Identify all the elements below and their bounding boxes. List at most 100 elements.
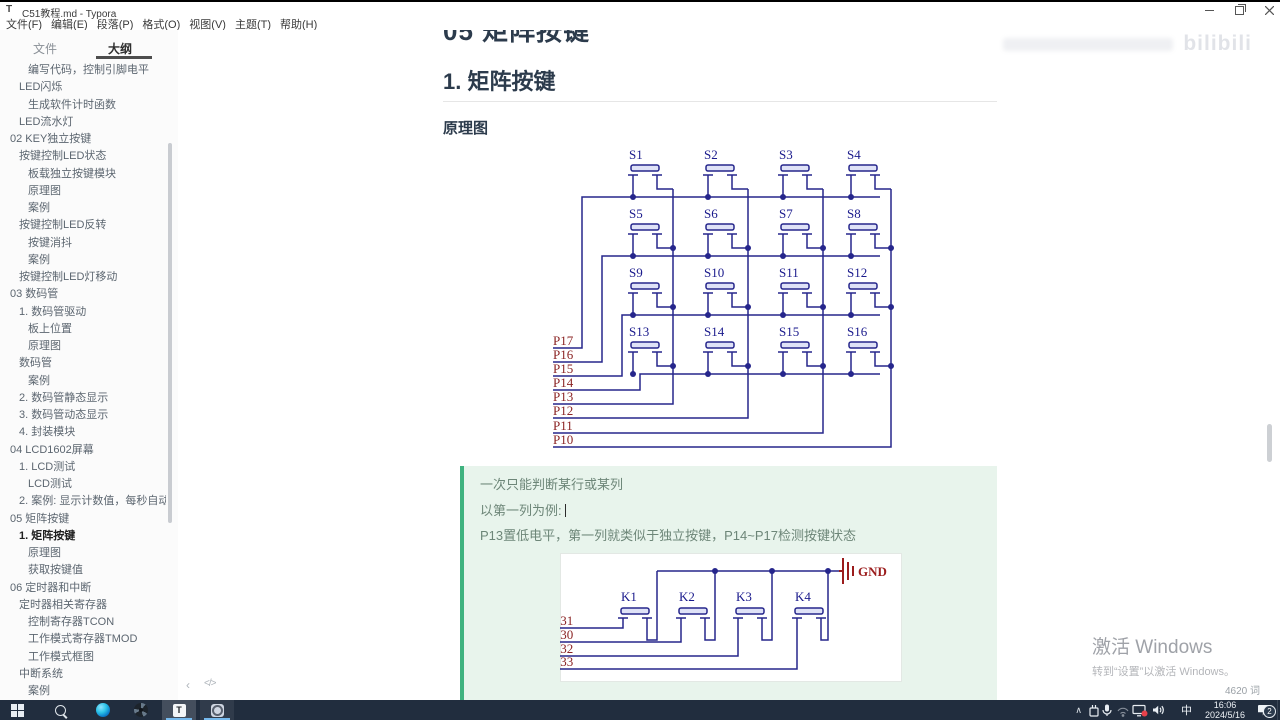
- outline-item[interactable]: 编写代码，控制引脚电平: [28, 64, 149, 76]
- show-desktop-button[interactable]: [1277, 700, 1280, 720]
- typora-icon: T: [172, 703, 186, 717]
- capture-app-button[interactable]: [200, 700, 234, 720]
- outline-item[interactable]: 板上位置: [28, 322, 72, 335]
- tray-overflow-chevron-icon[interactable]: ∧: [1075, 704, 1082, 715]
- outline-item[interactable]: 板载独立按键模块: [28, 167, 116, 180]
- sidebar-collapse-icon[interactable]: ‹: [186, 678, 190, 692]
- outline-item[interactable]: 工作模式框图: [28, 650, 94, 663]
- svg-text:S8: S8: [847, 206, 861, 221]
- speaker-icon: [1152, 705, 1164, 715]
- search-icon: [54, 704, 66, 716]
- svg-text:GND: GND: [858, 564, 887, 579]
- edge-taskbar-button[interactable]: [86, 700, 120, 720]
- outline-item[interactable]: 按键控制LED灯移动: [19, 271, 118, 283]
- typora-taskbar-button[interactable]: T: [162, 700, 196, 720]
- bilibili-logo: bilibili: [1183, 32, 1252, 55]
- note-line: 以第一列为例:: [480, 503, 567, 518]
- svg-text:P14: P14: [553, 375, 574, 390]
- outline-item[interactable]: 03 数码管: [10, 288, 59, 301]
- outline-item[interactable]: 按键控制LED反转: [19, 219, 107, 232]
- svg-text:P13: P13: [553, 389, 573, 404]
- outline-item[interactable]: 原理图: [28, 547, 61, 559]
- sidebar-scrollbar[interactable]: [168, 143, 172, 523]
- outline-item[interactable]: 案例: [28, 202, 50, 214]
- sidebar-tab-outline[interactable]: 大纲: [108, 42, 133, 56]
- svg-text:S1: S1: [629, 147, 643, 162]
- outline-item[interactable]: 案例: [28, 685, 50, 697]
- svg-text:S15: S15: [779, 324, 799, 339]
- note-line: 一次只能判断某行或某列: [480, 477, 624, 492]
- outline-item[interactable]: 05 矩阵按键: [10, 512, 70, 525]
- svg-text:S3: S3: [779, 147, 793, 162]
- sidebar-tab-files[interactable]: 文件: [33, 42, 58, 56]
- svg-text:S10: S10: [704, 265, 724, 280]
- recorder-app-button[interactable]: [124, 700, 158, 720]
- ime-indicator[interactable]: 中: [1180, 705, 1192, 717]
- menu-item[interactable]: 主题(T): [234, 19, 271, 31]
- tray-icon-strip[interactable]: [1088, 702, 1174, 718]
- outline-item[interactable]: LED闪烁: [19, 81, 63, 94]
- start-button[interactable]: [0, 700, 34, 720]
- outline-item[interactable]: 2. 数码管静态显示: [19, 391, 109, 404]
- row-circuit-diagram: K1P31K2P30K3P32K4P33GND: [560, 558, 887, 670]
- svg-text:S14: S14: [704, 324, 725, 339]
- outline-item[interactable]: 1. 数码管驱动: [19, 305, 87, 318]
- outline-item[interactable]: 定时器相关寄存器: [19, 598, 107, 611]
- outline-list: 编写代码，控制引脚电平 LED闪烁生成软件计时函数 LED流水灯 02 KEY独立按键…: [0, 62, 166, 700]
- svg-text:K3: K3: [736, 589, 752, 604]
- outline-item[interactable]: 生成软件计时函数: [28, 98, 116, 111]
- outline-item[interactable]: 1. LCD测试: [19, 460, 76, 473]
- outline-item[interactable]: 获取按键值: [28, 564, 83, 577]
- h2-heading: 1. 矩阵按键: [443, 70, 997, 102]
- outline-item[interactable]: 中断系统: [19, 667, 63, 680]
- menu-item[interactable]: 格式(O): [142, 19, 181, 31]
- menu-item[interactable]: 帮助(H): [280, 19, 318, 31]
- menu-item[interactable]: 编辑(E): [51, 19, 88, 31]
- text-cursor: [565, 504, 567, 517]
- outline-item[interactable]: 按键控制LED状态: [19, 150, 107, 163]
- svg-text:K1: K1: [621, 589, 637, 604]
- restore-button[interactable]: [1226, 3, 1252, 16]
- close-icon: [1264, 5, 1274, 15]
- window-title: C51教程.md - Typora: [22, 9, 117, 20]
- outline-item[interactable]: 4. 封装模块: [19, 426, 76, 439]
- menu-item[interactable]: 视图(V): [189, 19, 226, 31]
- outline-item[interactable]: 2. 案例: 显示计数值，每秒自动+1: [19, 495, 166, 508]
- action-center-button[interactable]: 2: [1251, 700, 1277, 720]
- outline-item[interactable]: 数码管: [19, 357, 52, 370]
- outline-item[interactable]: LCD测试: [28, 478, 73, 490]
- menu-item[interactable]: 文件(F): [6, 19, 43, 31]
- minimize-button[interactable]: [1196, 4, 1222, 16]
- taskbar-clock[interactable]: 16:06 2024/5/16: [1199, 700, 1251, 720]
- outline-item[interactable]: 工作模式寄存器TMOD: [28, 633, 138, 646]
- close-button[interactable]: [1256, 4, 1280, 16]
- editor-scrollbar-thumb[interactable]: [1267, 424, 1272, 462]
- outline-item[interactable]: LED流水灯: [19, 115, 74, 128]
- search-button[interactable]: [43, 700, 77, 720]
- system-tray: ∧: [1069, 700, 1280, 720]
- svg-text:P31: P31: [560, 613, 573, 628]
- word-count: 4620 词: [1224, 686, 1260, 697]
- svg-text:P33: P33: [560, 654, 573, 669]
- source-code-mode-icon[interactable]: </>: [204, 678, 217, 689]
- outline-item[interactable]: 原理图: [28, 340, 61, 352]
- svg-text:S16: S16: [847, 324, 868, 339]
- svg-text:S2: S2: [704, 147, 718, 162]
- outline-item[interactable]: 3. 数码管动态显示: [19, 409, 109, 421]
- outline-item[interactable]: 06 定时器和中断: [10, 581, 92, 594]
- outline-item[interactable]: 原理图: [28, 184, 61, 197]
- svg-text:P12: P12: [553, 403, 573, 418]
- row-circuit-figure-background: [560, 553, 902, 682]
- outline-item[interactable]: 按键消抖: [28, 236, 72, 249]
- svg-text:S13: S13: [629, 324, 649, 339]
- outline-item[interactable]: 04 LCD1602屏幕: [10, 443, 94, 456]
- outline-item[interactable]: 案例: [28, 253, 50, 266]
- edge-icon: [96, 703, 110, 717]
- outline-item[interactable]: 1. 矩阵按键: [19, 529, 76, 542]
- outline-item[interactable]: 控制寄存器TCON: [28, 616, 115, 628]
- menu-item[interactable]: 段落(P): [96, 19, 134, 31]
- outline-item[interactable]: 02 KEY独立按键: [10, 133, 92, 145]
- outline-item[interactable]: 案例: [28, 374, 50, 387]
